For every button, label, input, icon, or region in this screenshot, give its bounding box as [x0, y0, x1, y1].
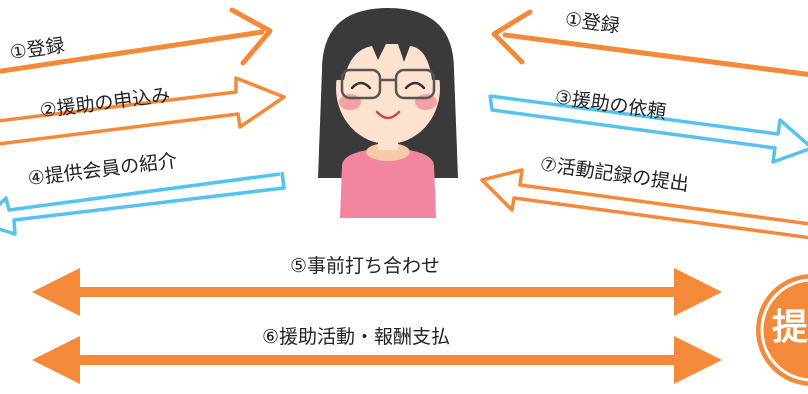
person-woman-with-glasses-icon [318, 8, 458, 218]
right-request-arrow [488, 94, 808, 164]
right-report-arrow [480, 168, 808, 240]
left-apply-arrow [0, 76, 286, 146]
badge-char-label: 提 [772, 307, 808, 348]
left-register-arrow [0, 7, 273, 74]
right-register-arrow [491, 9, 808, 77]
meeting-double-arrow [32, 268, 722, 316]
payment-double-arrow [32, 336, 722, 384]
activity-payment-label: ⑥援助活動・報酬支払 [262, 326, 451, 348]
provider-badge [756, 274, 808, 386]
left-introduce-arrow [0, 171, 286, 236]
meeting-label: ⑤事前打ち合わせ [290, 255, 441, 277]
